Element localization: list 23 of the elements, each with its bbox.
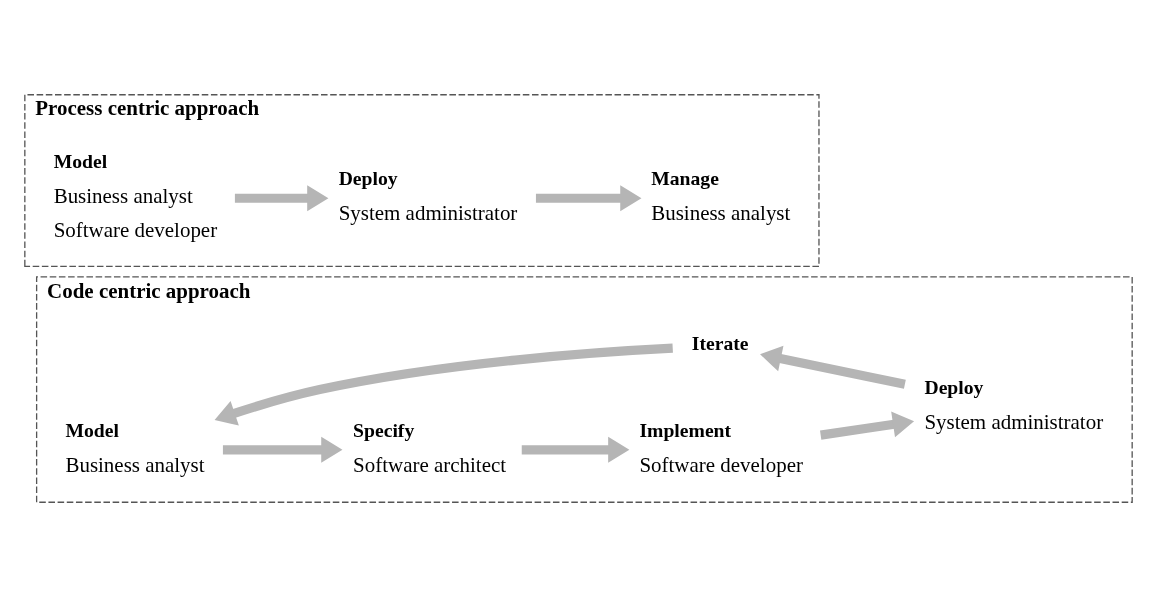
node-text: Model xyxy=(65,418,119,441)
node-text: Deploy xyxy=(924,375,984,398)
arrow xyxy=(760,345,906,389)
arrow xyxy=(214,343,673,426)
arrow xyxy=(222,436,343,463)
node-label: Business analyst xyxy=(53,184,193,209)
node-text: Deploy xyxy=(338,167,398,190)
node-text: Iterate xyxy=(691,332,749,355)
node-label: Business analyst xyxy=(651,201,791,226)
node-label: Software developer xyxy=(53,218,218,243)
node-text: Model xyxy=(53,150,108,173)
node-text: Manage xyxy=(651,167,719,190)
arrow xyxy=(521,436,630,463)
node-text: Implement xyxy=(639,418,732,441)
node-label: System administrator xyxy=(338,201,518,226)
node-label: Business analyst xyxy=(65,452,205,477)
arrow xyxy=(820,411,915,440)
arrow xyxy=(535,185,642,212)
arrow xyxy=(234,185,329,212)
node-label: Software developer xyxy=(639,452,803,477)
node-label: Software architect xyxy=(353,452,507,477)
node-text: Specify xyxy=(353,418,415,441)
node-label: System administrator xyxy=(924,409,1104,434)
